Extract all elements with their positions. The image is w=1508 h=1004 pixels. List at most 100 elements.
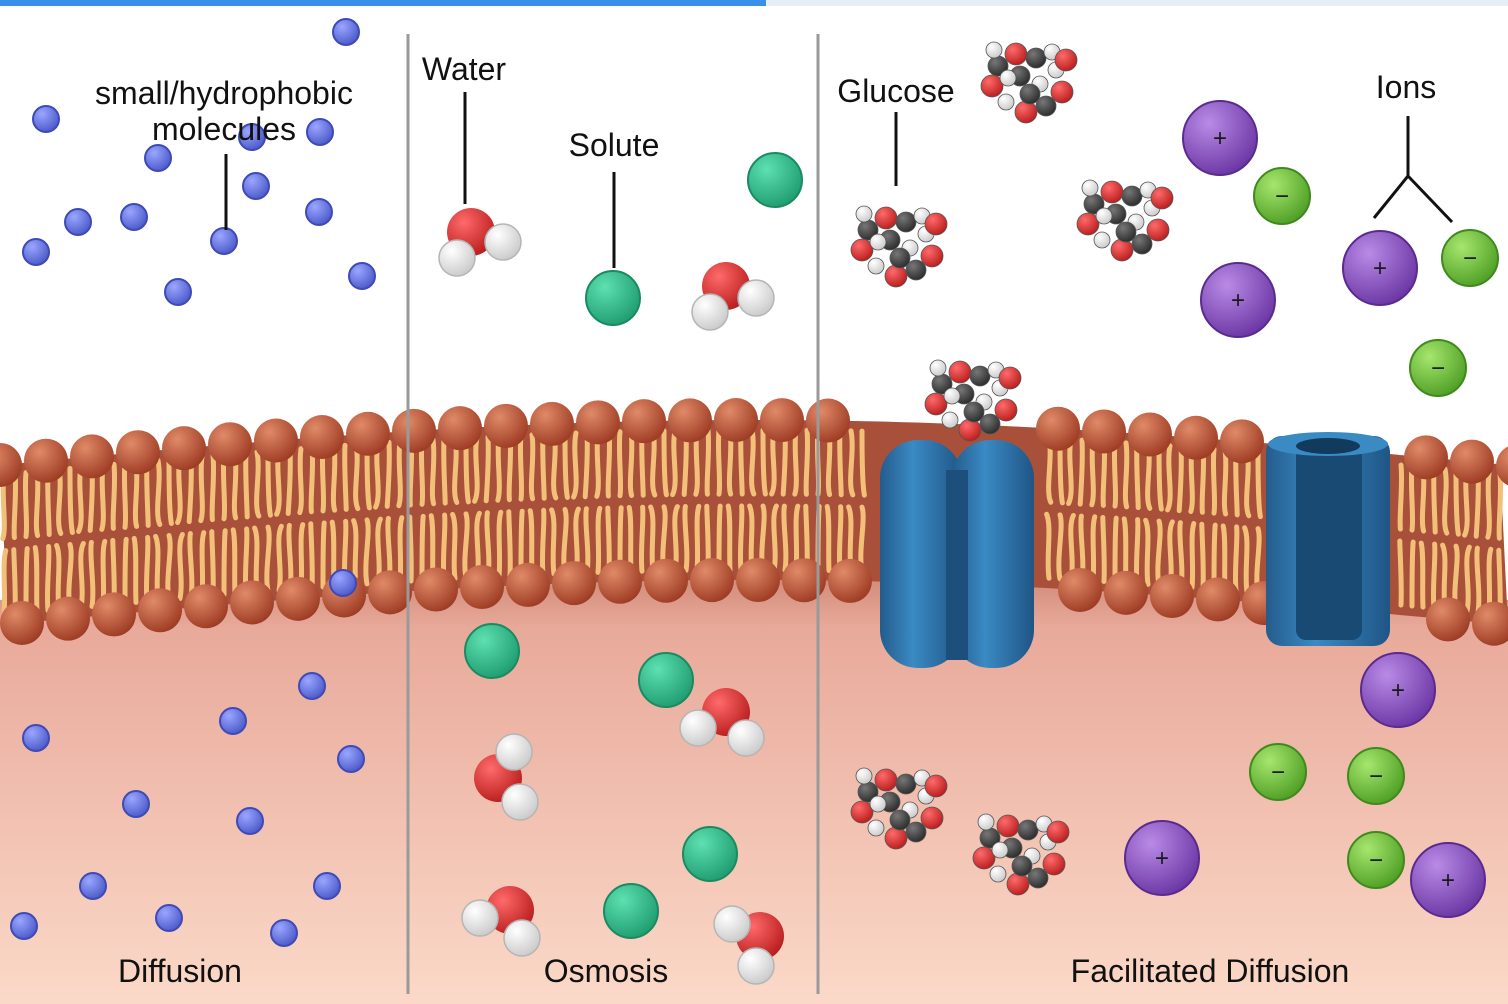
progress-fill: [0, 0, 766, 6]
lipid-head: [116, 430, 160, 475]
small-molecule: [332, 18, 360, 46]
solute-molecules: [464, 152, 803, 939]
lipid-head: [782, 558, 826, 603]
water-molecule: [461, 886, 541, 957]
solute-molecule: [747, 152, 803, 208]
lipid-head: [598, 559, 642, 604]
lipid-head: [438, 406, 482, 451]
anion: −: [1409, 339, 1467, 397]
anion: −: [1347, 747, 1405, 805]
lipid-head: [760, 398, 804, 443]
lipid-head: [346, 411, 390, 456]
lipid-head: [184, 584, 228, 629]
small-molecule: [329, 569, 357, 597]
small-molecule: [120, 203, 148, 231]
water-molecule: [679, 688, 765, 757]
lipid-head: [1036, 406, 1080, 451]
lipid-head: [690, 558, 734, 603]
lipid-head: [1426, 597, 1470, 642]
water-molecule: [713, 905, 784, 985]
lipid-head: [162, 426, 206, 471]
water-molecule: [474, 733, 539, 821]
svg-text:+: +: [1155, 845, 1169, 872]
svg-text:−: −: [1463, 245, 1477, 272]
small-molecule: [219, 707, 247, 735]
cation: +: [1342, 230, 1418, 306]
lipid-head: [1450, 439, 1494, 484]
anion: −: [1347, 831, 1405, 889]
channel-protein: [1266, 432, 1390, 646]
small-molecules-label-line2: molecules: [152, 111, 296, 147]
water-molecules: [438, 208, 784, 985]
svg-text:−: −: [1431, 355, 1445, 382]
glucose-molecule: [924, 359, 1022, 442]
lipid-head: [1196, 577, 1240, 622]
small-molecule: [305, 198, 333, 226]
lipid-head: [460, 565, 504, 610]
cation: +: [1360, 652, 1436, 728]
ion-particles: + + + + + + − − − − − −: [1124, 100, 1499, 918]
panel-title-facilitated-diffusion: Facilitated Diffusion: [1071, 953, 1350, 989]
svg-text:−: −: [1369, 763, 1383, 790]
lipid-head: [806, 398, 850, 443]
small-molecule: [10, 912, 38, 940]
small-molecule: [298, 672, 326, 700]
anion: −: [1441, 229, 1499, 287]
callout-lines: [224, 92, 1454, 268]
glucose-molecule: [1076, 179, 1174, 262]
svg-text:+: +: [1441, 867, 1455, 894]
cation: +: [1200, 262, 1276, 338]
lipid-head: [70, 434, 114, 479]
lipid-head: [1220, 419, 1264, 464]
lipid-head: [1058, 567, 1102, 612]
lipid-head: [1404, 435, 1448, 480]
small-molecule: [238, 123, 266, 151]
svg-text:+: +: [1213, 125, 1227, 152]
lipid-heads: [0, 398, 1508, 646]
small-molecule: [306, 118, 334, 146]
glucose-molecules: [850, 41, 1174, 896]
water-molecule: [691, 262, 775, 331]
lipid-head: [1150, 574, 1194, 619]
glucose-label: Glucose: [837, 73, 954, 109]
lipid-head: [138, 588, 182, 633]
lipid-head: [668, 398, 712, 443]
lipid-head: [368, 570, 412, 615]
lipid-head: [92, 592, 136, 637]
small-molecule: [64, 208, 92, 236]
lipid-head: [0, 600, 44, 645]
solute-molecule: [603, 883, 659, 939]
lipid-head: [46, 596, 90, 641]
lipid-head: [506, 562, 550, 607]
solute-molecule: [638, 652, 694, 708]
lipid-head: [208, 422, 252, 467]
svg-text:+: +: [1391, 677, 1405, 704]
lipid-head: [576, 400, 620, 445]
small-molecules: [10, 18, 376, 947]
svg-text:−: −: [1271, 759, 1285, 786]
cation: +: [1124, 820, 1200, 896]
small-molecule: [236, 807, 264, 835]
svg-text:−: −: [1275, 183, 1289, 210]
lipid-head: [230, 580, 274, 625]
solute-molecule: [464, 623, 520, 679]
cation: +: [1410, 842, 1486, 918]
cation: +: [1182, 100, 1258, 176]
small-molecule: [32, 105, 60, 133]
glucose-molecule: [850, 767, 948, 850]
small-molecule: [122, 790, 150, 818]
water-label: Water: [422, 51, 507, 87]
lipid-head: [1472, 601, 1508, 646]
small-molecule: [313, 872, 341, 900]
anion: −: [1253, 167, 1311, 225]
lipid-head: [530, 401, 574, 446]
small-molecule: [144, 144, 172, 172]
panel-title-diffusion: Diffusion: [118, 953, 242, 989]
lipid-head: [622, 399, 666, 444]
small-molecule: [155, 904, 183, 932]
lipid-head: [1496, 446, 1508, 486]
lipid-head: [254, 418, 298, 463]
lipid-head: [392, 408, 436, 453]
